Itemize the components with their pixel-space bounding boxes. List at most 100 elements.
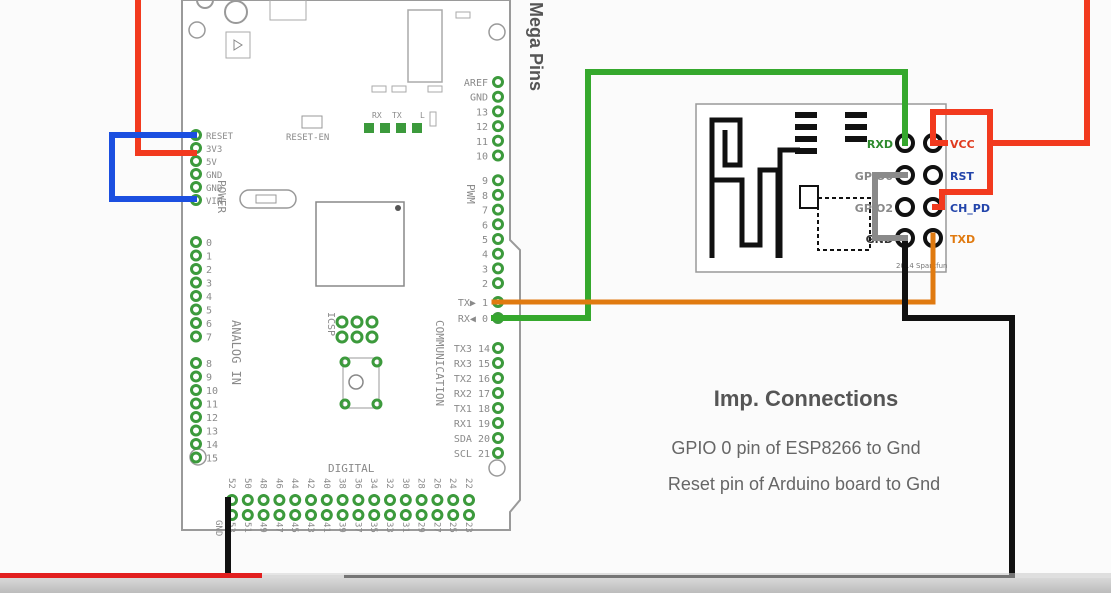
- esp-right-label: RST: [950, 170, 974, 183]
- pin-label: 5: [206, 306, 212, 317]
- pin-label: 9: [482, 176, 488, 187]
- header-pin: [431, 494, 444, 506]
- header-pin: [492, 262, 504, 275]
- pin-label: 22: [463, 478, 473, 489]
- top-component: [269, 0, 307, 21]
- red-wire-vcc: [135, 0, 197, 156]
- led-label-tx: TX: [392, 111, 402, 120]
- power-label: POWER: [215, 180, 228, 213]
- header-pin: [190, 424, 202, 437]
- header-pin: [190, 236, 202, 248]
- pin-label: 12: [476, 122, 488, 133]
- header-pin: [273, 494, 286, 506]
- microcontroller-chip: [315, 201, 405, 287]
- pin-label: 3: [482, 264, 488, 275]
- header-pin: [492, 342, 504, 354]
- pin-label: 4: [206, 292, 212, 303]
- pin-label: 11: [476, 137, 488, 148]
- pin-label: 10: [206, 386, 218, 397]
- pin-label: 12: [206, 413, 218, 424]
- led-label-rx: RX: [372, 111, 382, 120]
- pin-label: 28: [416, 478, 426, 489]
- icsp-label: ICSP: [325, 312, 336, 336]
- digital-label: DIGITAL: [328, 462, 375, 475]
- header-pin: [431, 509, 444, 521]
- esp-pin: [923, 165, 943, 185]
- header-pin: [190, 438, 202, 450]
- pin-label: 5V: [206, 158, 217, 168]
- pin-label: 24: [447, 478, 457, 489]
- pin-label: TX▶ 1: [458, 298, 488, 309]
- led-labels: RX TX L: [372, 111, 425, 120]
- pin-label: 36: [352, 478, 362, 489]
- led-pads: [364, 123, 422, 133]
- led-label-l: L: [420, 111, 425, 120]
- pin-label: SCL 21: [454, 449, 490, 460]
- header-pin: [492, 134, 504, 147]
- pin-label: RX3 15: [454, 359, 490, 370]
- pin-label: 7: [206, 333, 212, 344]
- header-pin: [190, 181, 202, 193]
- pin-label: GND: [206, 171, 222, 181]
- red-wire-vcc-right: [930, 0, 1090, 146]
- header-pin: [320, 494, 333, 506]
- header-pin: [190, 370, 202, 383]
- header-pin: [492, 372, 504, 384]
- communication-label: COMMUNICATION: [433, 320, 446, 406]
- esp-right-label: TXD: [950, 233, 975, 246]
- header-pin: [305, 509, 317, 521]
- gray-wire-gpio0: [872, 172, 908, 241]
- header-pin: [492, 402, 504, 414]
- crystal-oscillator: [239, 189, 297, 209]
- header-pin: [190, 451, 202, 464]
- header-pin: [352, 509, 365, 521]
- pin-label: RX2 17: [454, 389, 490, 400]
- crystal-top: [407, 9, 443, 83]
- header-pin: [190, 168, 202, 180]
- header-pin: [190, 155, 202, 167]
- pin-label: AREF: [464, 78, 488, 89]
- pin-label: 34: [368, 478, 378, 489]
- header-pin: [447, 494, 460, 506]
- pin-label: 2: [206, 265, 212, 276]
- smd-marks: [371, 11, 471, 127]
- note-line-2: Reset pin of Arduino board to Gnd: [668, 474, 940, 494]
- pin-label: 13: [206, 427, 218, 438]
- pin-label: 3: [206, 279, 212, 290]
- pin-label: 32: [384, 478, 394, 489]
- header-pin: [190, 249, 202, 262]
- header-pin: [492, 357, 504, 369]
- header-pin: [492, 203, 504, 216]
- video-controls-strip: [0, 578, 1111, 593]
- video-progress-bar[interactable]: [0, 573, 1111, 578]
- pin-label: 30: [400, 478, 410, 489]
- header-pin: [492, 233, 504, 245]
- pin-label: 42: [305, 478, 315, 489]
- header-pin: [336, 494, 349, 506]
- header-pin: [492, 247, 504, 260]
- esp-smd-parts: [795, 112, 867, 154]
- pin-label: GND: [470, 93, 488, 104]
- pin-label: 6: [206, 319, 212, 330]
- connection-notes: Imp. Connections GPIO 0 pin of ESP8266 t…: [668, 386, 940, 494]
- pin-label: 51: [242, 522, 252, 533]
- pin-label: 13: [476, 107, 488, 118]
- header-pin: [492, 120, 504, 133]
- pin-label: 45: [289, 522, 299, 533]
- digital-header: 5253505148494647444542434041383936373435…: [226, 478, 475, 533]
- capacitor-top: [224, 0, 248, 24]
- header-pin: [492, 387, 504, 399]
- header-pin: [492, 447, 504, 459]
- esp-left-label: RXD: [867, 138, 893, 151]
- pin-label: 40: [321, 478, 331, 489]
- header-pin: [492, 432, 504, 444]
- header-pin: [257, 494, 270, 506]
- header-pin: [492, 277, 504, 290]
- icsp-header: [335, 315, 379, 344]
- pin-label: 46: [273, 478, 283, 489]
- header-pin: [463, 509, 475, 521]
